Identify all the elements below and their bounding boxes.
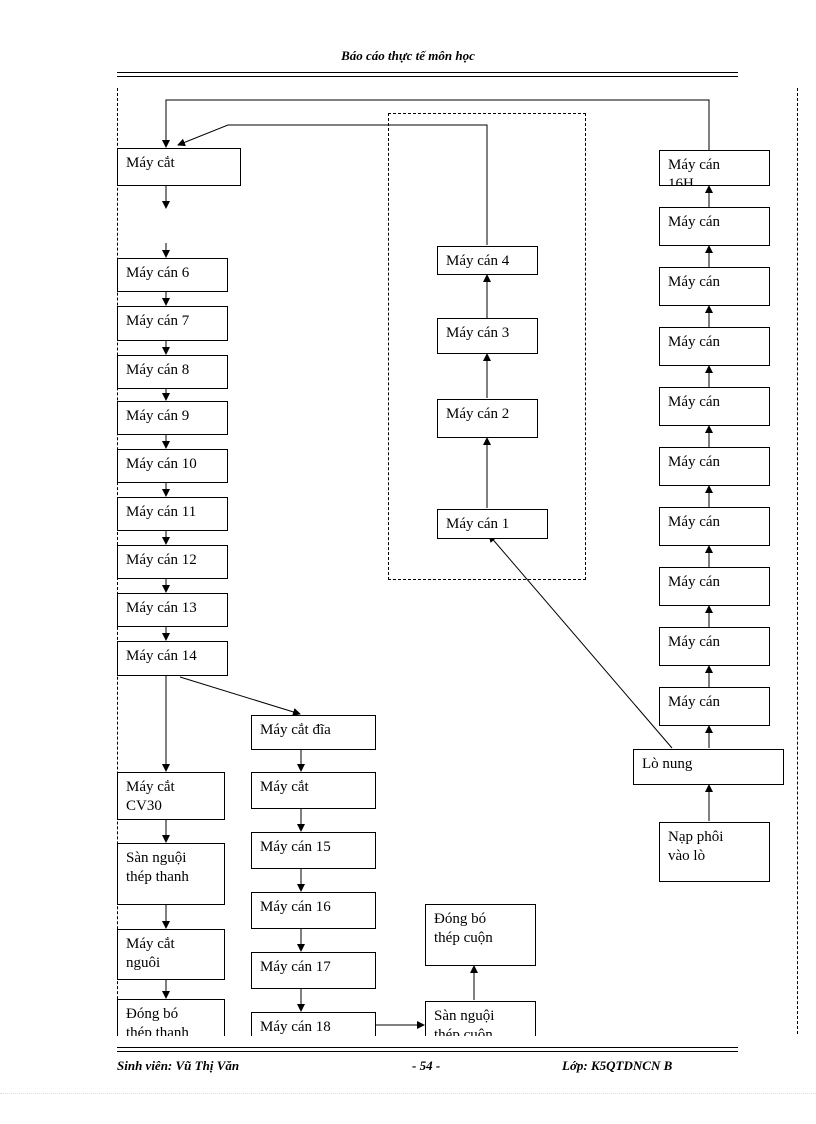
arrow-roughing-to-cutter bbox=[177, 124, 488, 245]
box-san-nguoi-thep-thanh: Sàn nguội thép thanh bbox=[117, 843, 225, 905]
box-may-can-2: Máy cán 2 bbox=[437, 399, 538, 438]
box-may-can-right-f: Máy cán bbox=[659, 507, 770, 546]
box-may-can-4: Máy cán 4 bbox=[437, 246, 538, 275]
box-may-cat-dia: Máy cắt đĩa bbox=[251, 715, 376, 750]
box-san-nguoi-thep-cuon: Sàn nguội thép cuộn bbox=[425, 1001, 536, 1036]
box-may-can-16: Máy cán 16 bbox=[251, 892, 376, 929]
box-may-can-right-i: Máy cán bbox=[659, 687, 770, 726]
footer-student: Sinh viên: Vũ Thị Văn bbox=[117, 1058, 240, 1073]
box-may-can-top: Máy cán 16H bbox=[659, 150, 770, 186]
arrow-14-disc bbox=[179, 676, 301, 716]
header-rule-2 bbox=[117, 76, 738, 77]
box-may-can-18: Máy cán 18 bbox=[251, 1012, 376, 1036]
box-may-cat-cv30: Máy cắt CV30 bbox=[117, 772, 225, 820]
box-may-can-right-h: Máy cán bbox=[659, 627, 770, 666]
box-may-can-right-b: Máy cán bbox=[659, 267, 770, 306]
box-may-can-14: Máy cán 14 bbox=[117, 641, 228, 676]
box-may-can-1: Máy cán 1 bbox=[437, 509, 548, 539]
arrow-return-loop bbox=[162, 99, 710, 150]
box-may-can-right-g: Máy cán bbox=[659, 567, 770, 606]
box-may-can-10: Máy cán 10 bbox=[117, 449, 228, 483]
box-may-can-6: Máy cán 6 bbox=[117, 258, 228, 292]
box-may-can-9: Máy cán 9 bbox=[117, 401, 228, 435]
right-margin-line bbox=[797, 88, 798, 1034]
box-may-can-right-a: Máy cán bbox=[659, 207, 770, 246]
footer-rule bbox=[117, 1047, 738, 1048]
box-may-can-12: Máy cán 12 bbox=[117, 545, 228, 579]
box-nap-phoi: Nạp phôi vào lò bbox=[659, 822, 770, 882]
box-may-can-13: Máy cán 13 bbox=[117, 593, 228, 627]
box-dong-bo-thep-cuon: Đóng bó thép cuộn bbox=[425, 904, 536, 966]
box-may-can-7: Máy cán 7 bbox=[117, 306, 228, 341]
page-header: Báo cáo thực tế môn học bbox=[341, 48, 475, 63]
box-may-can-right-d: Máy cán bbox=[659, 387, 770, 426]
box-lo-nung: Lò nung bbox=[633, 749, 784, 785]
footer-page-number: - 54 - bbox=[412, 1058, 441, 1073]
box-may-cat: Máy cắt bbox=[117, 148, 241, 186]
box-may-can-15: Máy cán 15 bbox=[251, 832, 376, 869]
box-may-can-17: Máy cán 17 bbox=[251, 952, 376, 989]
box-may-cat-nguoi: Máy cắt nguôi bbox=[117, 929, 225, 980]
header-rule bbox=[117, 72, 738, 73]
box-may-can-right-c: Máy cán bbox=[659, 327, 770, 366]
roughing-group-frame bbox=[388, 113, 586, 580]
box-may-can-3: Máy cán 3 bbox=[437, 318, 538, 354]
box-may-cat-middle: Máy cắt bbox=[251, 772, 376, 809]
box-dong-bo-thep-thanh: Đóng bó thép thanh bbox=[117, 999, 225, 1036]
box-may-can-right-e: Máy cán bbox=[659, 447, 770, 486]
footer-class: Lớp: K5QTDNCN B bbox=[562, 1058, 673, 1073]
footer-rule-2 bbox=[117, 1051, 738, 1052]
box-may-can-8: Máy cán 8 bbox=[117, 355, 228, 389]
arrow-furnace-to-1 bbox=[488, 534, 673, 749]
box-may-can-11: Máy cán 11 bbox=[117, 497, 228, 531]
page-bottom-edge bbox=[0, 1093, 816, 1124]
